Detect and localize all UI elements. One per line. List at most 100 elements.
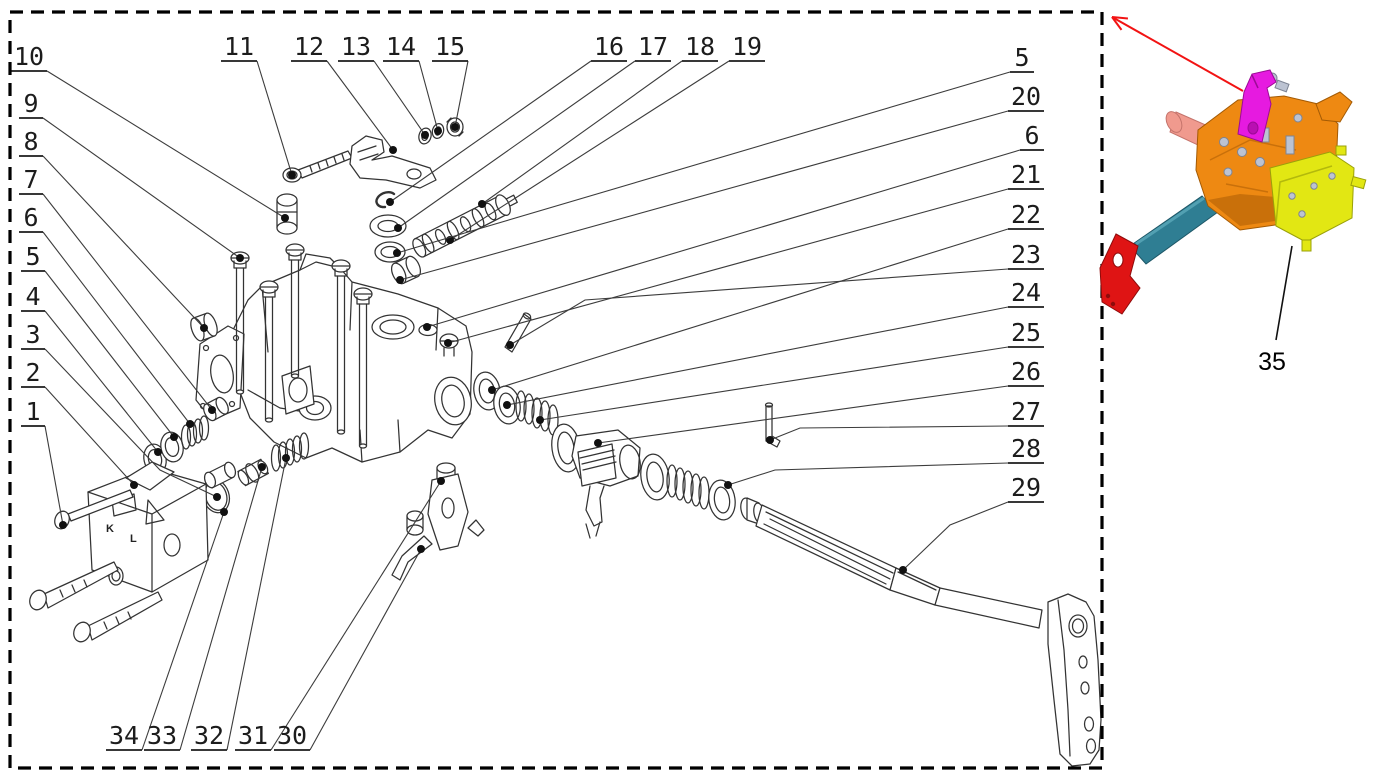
part-number-33: 33	[147, 721, 177, 750]
red-arrowhead	[1111, 16, 1129, 20]
callout-leader-line	[373, 60, 426, 136]
callout-target-dot	[386, 198, 394, 206]
callout-6-21: 6	[423, 121, 1044, 331]
part-number-34: 34	[109, 721, 139, 750]
red-arrow	[1111, 16, 1244, 92]
thumbnail-part-number: 35	[1258, 348, 1286, 376]
callout-25-26: 25	[536, 318, 1044, 424]
callout-leader-line	[309, 548, 422, 751]
callout-target-dot	[393, 249, 401, 257]
red-arrow-line	[1111, 16, 1244, 92]
callout-30-35: 30	[274, 545, 425, 751]
callout-23-24: 23	[506, 240, 1044, 349]
part-number-15: 15	[435, 32, 465, 61]
block-top-tube	[203, 461, 237, 489]
callout-target-dot	[417, 545, 425, 553]
part-number-30: 30	[277, 721, 307, 750]
callout-leader-line	[42, 155, 205, 329]
callout-target-dot	[394, 224, 402, 232]
spring-32	[270, 432, 310, 472]
part-number-23: 23	[1011, 240, 1041, 269]
callout-target-dot	[503, 401, 511, 409]
callout-leader-line	[539, 346, 1009, 421]
callout-29-30: 29	[899, 473, 1044, 574]
callout-leader-line	[454, 60, 469, 128]
callout-3-7: 3	[21, 320, 221, 501]
callout-target-dot	[421, 131, 429, 139]
mounting-bolt	[285, 243, 305, 379]
mounting-bolt	[331, 259, 351, 435]
plug-cylinder	[276, 193, 298, 235]
callout-16-15: 16	[386, 32, 627, 206]
part-number-4: 4	[25, 282, 40, 311]
block-bolt	[29, 561, 119, 611]
callout-leader-line	[44, 425, 64, 526]
callout-leader-line	[42, 231, 191, 425]
part-number-9: 9	[23, 89, 38, 118]
callout-leader-line	[44, 348, 218, 498]
part-number-8: 8	[23, 127, 38, 156]
part-number-24: 24	[1011, 278, 1041, 307]
port-letter-l: L	[130, 533, 137, 545]
part-number-11: 11	[224, 32, 254, 61]
rocker-guide	[571, 429, 641, 539]
callout-15-14: 15	[432, 32, 469, 131]
callout-target-dot	[451, 123, 459, 131]
retainer-ring-28	[708, 479, 736, 521]
part-number-10: 10	[14, 42, 44, 71]
callout-leader-line	[396, 71, 1011, 254]
splined-shaft-29	[740, 497, 1043, 629]
callout-target-dot	[423, 323, 431, 331]
callout-1-9: 1	[21, 397, 67, 529]
callout-leader-line	[597, 385, 1009, 444]
callout-leader-line	[42, 193, 213, 411]
callout-target-dot	[488, 386, 496, 394]
callout-leader-line	[509, 268, 1009, 346]
callout-leader-line	[44, 270, 175, 438]
callout-leader-line	[447, 188, 1009, 344]
callout-18-17: 18	[478, 32, 718, 208]
callout-6-4: 6	[19, 203, 194, 428]
shaft-end-bracket	[1047, 593, 1102, 767]
callout-target-dot	[506, 341, 514, 349]
thumb-lever	[1237, 69, 1277, 143]
callout-target-dot	[444, 339, 452, 347]
callout-13-12: 13	[338, 32, 429, 139]
spring-6-left	[180, 415, 210, 450]
callout-28-29: 28	[724, 434, 1044, 489]
thumb-shaft	[1129, 195, 1219, 265]
callout-10-0: 10	[11, 42, 289, 222]
callout-target-dot	[281, 214, 289, 222]
callout-32-33: 32	[191, 454, 290, 751]
callout-leader-line	[42, 117, 241, 259]
callout-target-dot	[536, 416, 544, 424]
part-number-1: 1	[25, 397, 40, 426]
callout-leader-line	[506, 306, 1009, 406]
part-number-20: 20	[1011, 82, 1041, 111]
part-number-19: 19	[732, 32, 762, 61]
callout-33-32: 33	[144, 463, 266, 751]
callout-26-27: 26	[594, 357, 1044, 447]
callout-21-22: 21	[444, 160, 1044, 347]
callout-target-dot	[236, 254, 244, 262]
guide-ring	[640, 453, 670, 501]
callout-leader-line	[418, 60, 439, 132]
callout-target-dot	[258, 463, 266, 471]
part-number-13: 13	[341, 32, 371, 61]
callout-target-dot	[186, 420, 194, 428]
port-letter-k: K	[106, 523, 114, 535]
callout-27-28: 27	[766, 397, 1044, 444]
callout-22-23: 22	[488, 200, 1044, 394]
callout-leader-line	[226, 457, 287, 751]
callout-leader-line	[481, 60, 683, 205]
callout-31-34: 31	[235, 477, 445, 751]
callout-leader-line	[491, 228, 1009, 391]
exploded-view-drawing: K L	[29, 117, 1102, 767]
housing-window	[281, 365, 315, 415]
callout-leader-line	[46, 70, 286, 219]
spring-25	[515, 390, 559, 436]
callout-leader-line	[399, 110, 1009, 281]
clamp-plate	[349, 135, 437, 189]
part-number-25: 25	[1011, 318, 1041, 347]
